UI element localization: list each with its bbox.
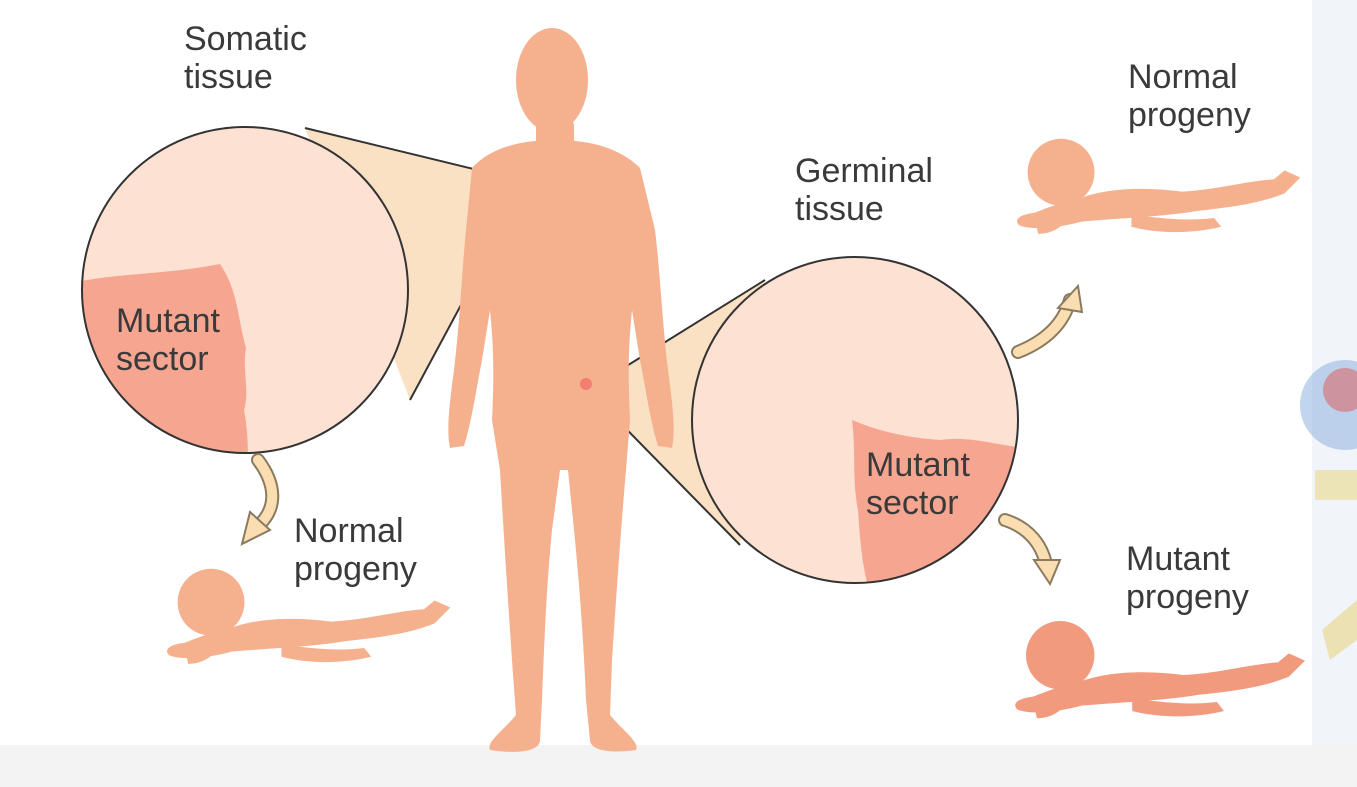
germinal-spot — [580, 378, 592, 390]
germinal-mutant-baby-icon — [1015, 621, 1305, 718]
germinal-tissue-label: Germinal tissue — [795, 152, 933, 228]
germinal-normal-progeny-label: Normal progeny — [1128, 58, 1251, 134]
arrow-to-germinal-normal-progeny — [1018, 286, 1082, 352]
somatic-tissue-label: Somatic tissue — [184, 20, 307, 96]
germinal-mutant-sector-label: Mutant sector — [866, 446, 970, 522]
arrow-to-germinal-mutant-progeny — [1005, 520, 1060, 584]
somatic-normal-progeny-label: Normal progeny — [294, 512, 417, 588]
arrow-to-somatic-normal-progeny — [242, 460, 272, 544]
germinal-tissue-magnifier — [692, 257, 1025, 600]
germinal-mutant-progeny-label: Mutant progeny — [1126, 540, 1249, 616]
germinal-normal-baby-icon — [1017, 139, 1300, 234]
somatic-tissue-magnifier — [60, 127, 408, 470]
somatic-mutant-sector-label: Mutant sector — [116, 302, 220, 378]
